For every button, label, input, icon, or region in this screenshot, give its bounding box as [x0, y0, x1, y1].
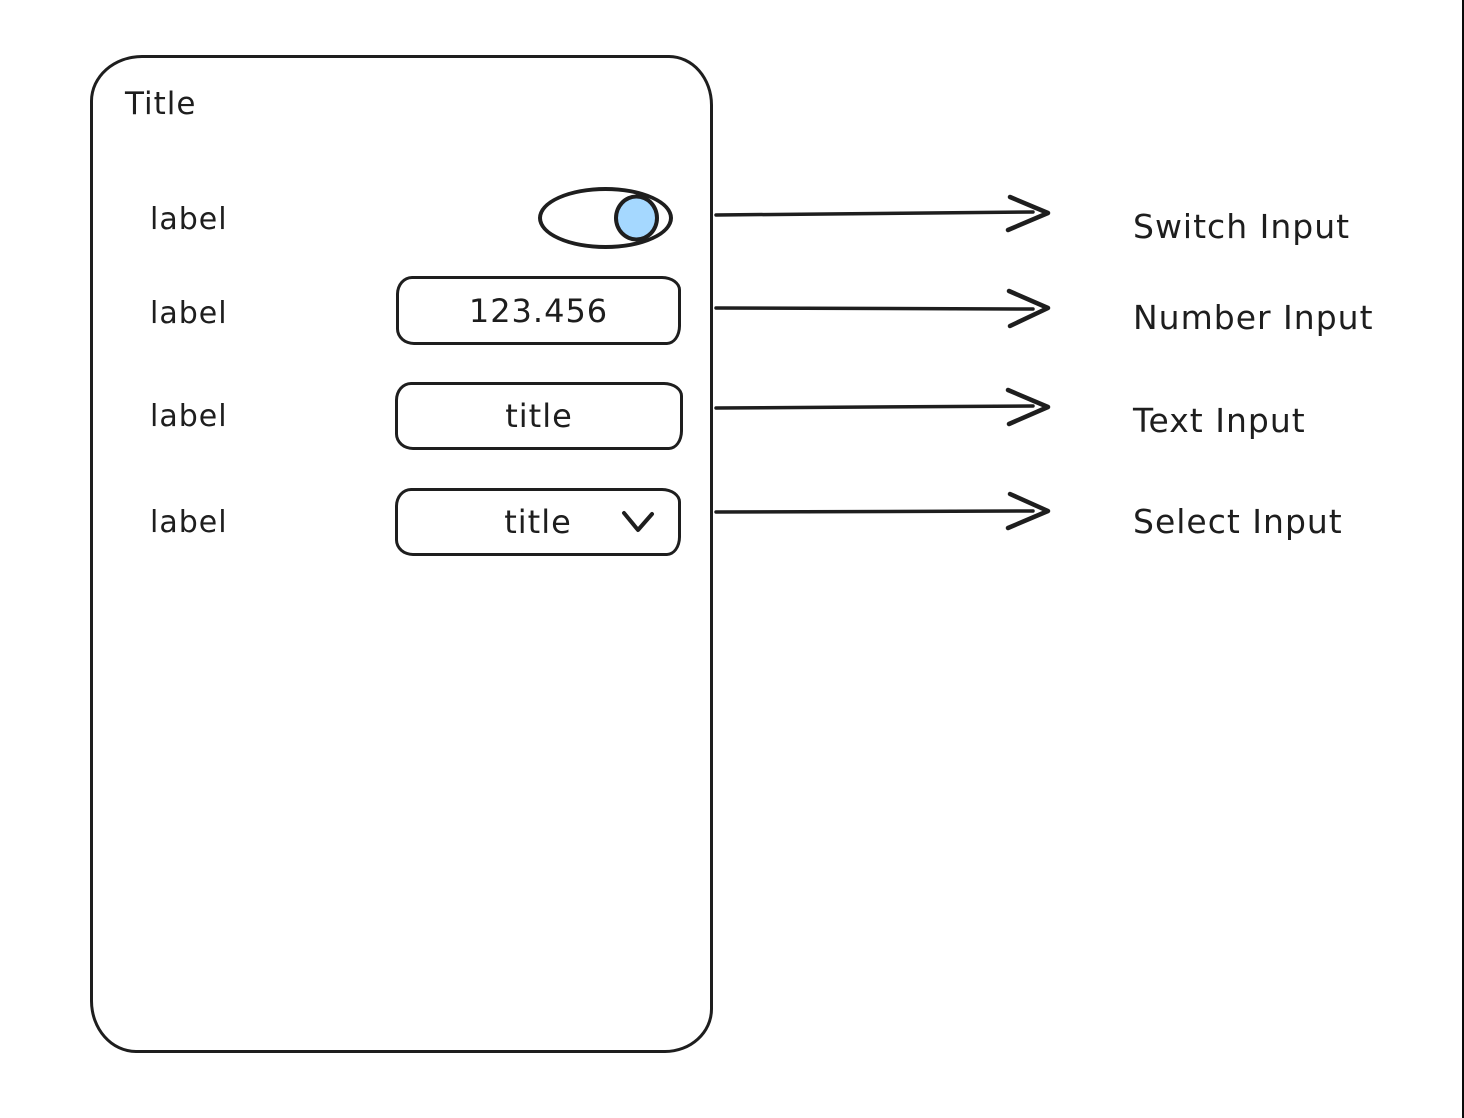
annotation-switch-input: Switch Input [1133, 207, 1351, 246]
form-panel: Title label label label label title [90, 55, 713, 1053]
field-label-number: label [150, 296, 228, 331]
text-input[interactable] [395, 382, 683, 450]
field-label-switch: label [150, 202, 228, 237]
arrow-icon [714, 491, 1051, 531]
field-label-select: label [150, 505, 228, 540]
arrow-icon [714, 288, 1051, 329]
arrow-icon [714, 194, 1051, 233]
select-input[interactable]: title [395, 488, 681, 556]
chevron-down-icon [622, 511, 654, 532]
screen-right-edge-line [1462, 0, 1464, 1118]
switch-input[interactable] [538, 187, 673, 249]
number-input[interactable] [396, 276, 681, 345]
arrow-icon [714, 387, 1051, 427]
annotation-text-input: Text Input [1133, 401, 1306, 440]
select-value: title [504, 503, 572, 541]
annotation-select-input: Select Input [1133, 502, 1343, 541]
field-label-text: label [150, 399, 228, 434]
panel-title: Title [125, 86, 197, 122]
switch-knob [614, 194, 659, 242]
annotation-number-input: Number Input [1133, 298, 1374, 337]
